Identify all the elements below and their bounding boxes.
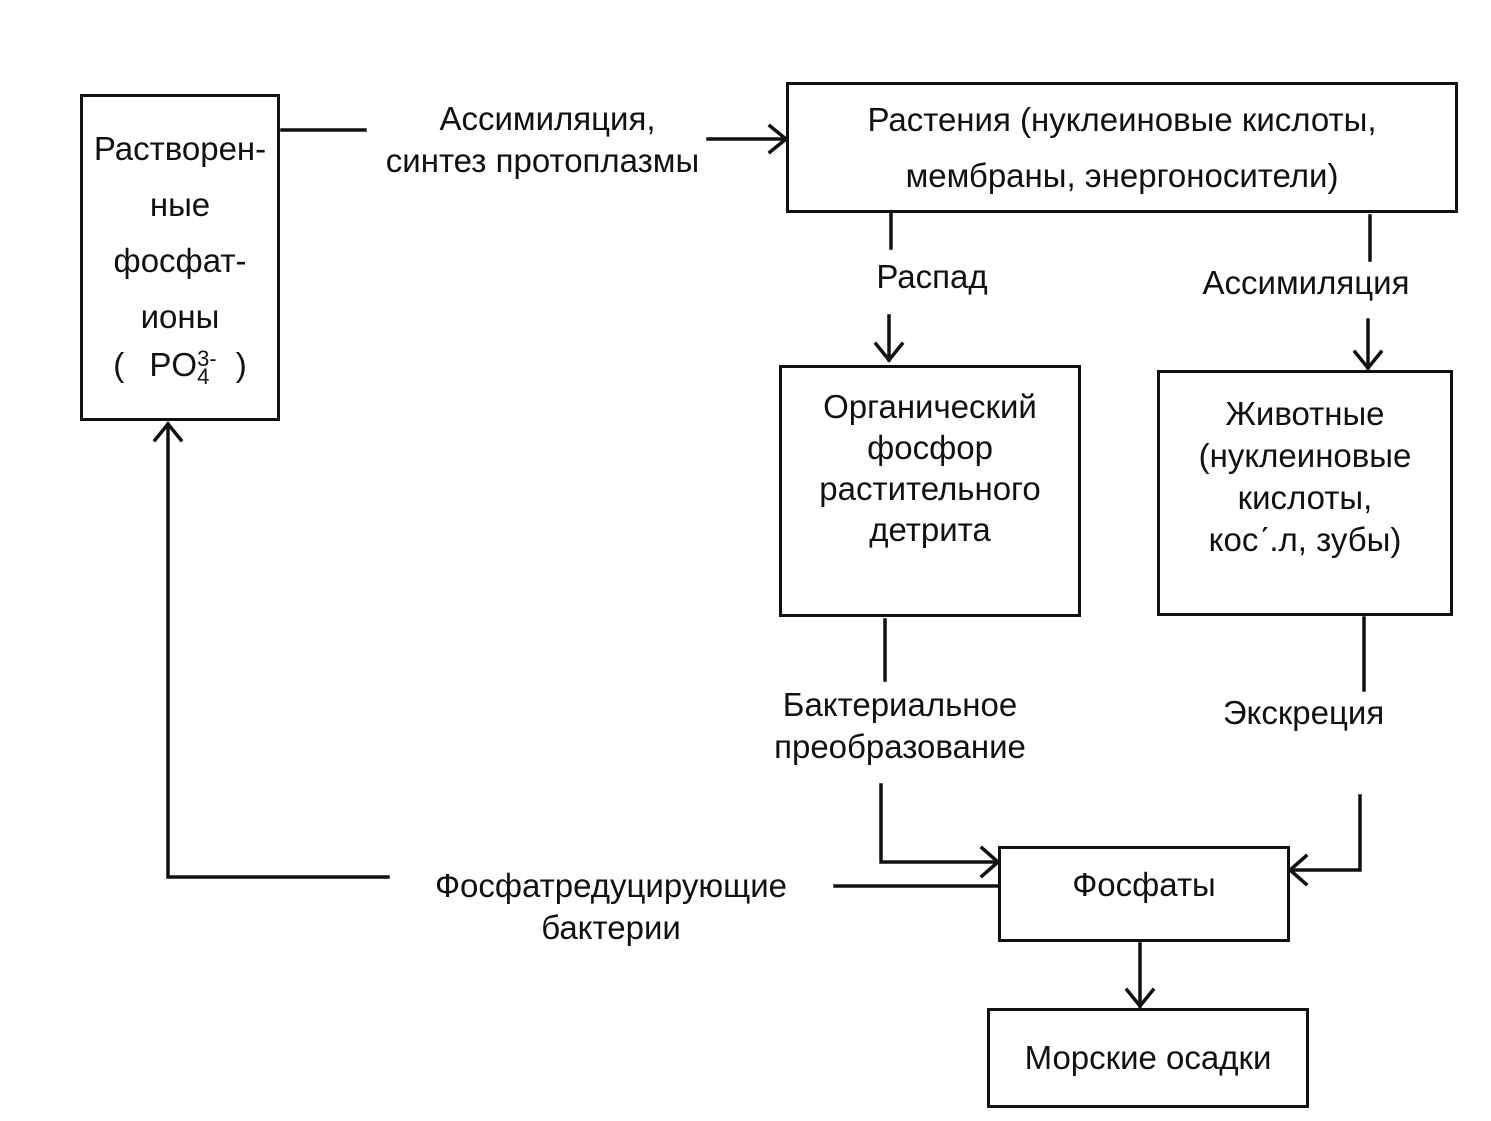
bacterial-line-2: преобразование — [774, 728, 1026, 765]
sediments-label: Морские осадки — [1024, 1039, 1272, 1076]
animals-line-2: (нуклеиновые — [1198, 437, 1412, 474]
plants-line-1: Растения (нуклеиновые кислоты, — [867, 100, 1377, 138]
animals-line-3: кислоты, — [1237, 479, 1373, 516]
label-reducing-bacteria: Фосфатредуцирующие бактерии — [392, 865, 830, 949]
formula-base: PO — [149, 346, 198, 384]
formula-close: ) — [235, 346, 247, 384]
label-bacterial-transformation: Бактериальное преобразование — [745, 684, 1055, 768]
reducing-line-1: Фосфатредуцирующие — [434, 867, 788, 904]
label-assimilation: Ассимиляция — [1202, 264, 1410, 301]
connector-reducing-left — [166, 422, 390, 879]
arrowhead-to-sediments — [1124, 987, 1156, 1009]
connector-bacterial-bottom — [879, 783, 1000, 864]
plants-line-2: мембраны, энергоносители) — [905, 156, 1339, 194]
arrowhead-to-animals — [1352, 349, 1384, 371]
formula-open: ( — [113, 346, 125, 384]
dissolved-line-1: Растворен- — [93, 130, 267, 168]
organic-line-3: растительного — [819, 470, 1041, 507]
organic-phosphorus-box: Органический фосфор растительного детрит… — [779, 365, 1081, 617]
animals-box: Животные (нуклеиновые кислоты, косʹ.л, з… — [1157, 370, 1453, 616]
dissolved-line-2: ные — [149, 186, 211, 224]
phosphates-box: Фосфаты — [998, 846, 1290, 942]
reducing-line-2: бактерии — [541, 909, 681, 946]
label-excretion: Экскреция — [1222, 694, 1385, 731]
animals-line-4: косʹ.л, зубы) — [1208, 521, 1402, 558]
connector-excretion-bottom — [1288, 794, 1362, 872]
formula-sub: 4 — [197, 363, 210, 389]
dissolved-line-3: фосфат- — [113, 242, 247, 280]
assim-synth-line-1: Ассимиляция, — [439, 100, 656, 137]
arrowhead-to-dissolved — [152, 421, 184, 443]
sediments-box: Морские осадки — [987, 1008, 1309, 1108]
plants-box: Растения (нуклеиновые кислоты, мембраны,… — [786, 82, 1458, 213]
dissolved-line-4: ионы — [140, 298, 220, 336]
formula-sup: 3- — [197, 345, 217, 371]
phosphates-label: Фосфаты — [1072, 866, 1216, 903]
organic-line-4: детрита — [869, 511, 991, 548]
bacterial-line-1: Бактериальное — [782, 686, 1018, 723]
label-decay: Распад — [876, 258, 988, 295]
label-assimilation-synthesis: Ассимиляция, синтез протоплазмы — [345, 98, 740, 182]
arrowhead-excretion — [1287, 853, 1309, 887]
organic-line-1: Органический — [823, 388, 1037, 425]
organic-line-2: фосфор — [867, 429, 993, 466]
assim-synth-line-2: синтез протоплазмы — [385, 142, 700, 179]
arrowhead-to-organic — [873, 341, 905, 363]
animals-line-1: Животные — [1225, 395, 1385, 432]
